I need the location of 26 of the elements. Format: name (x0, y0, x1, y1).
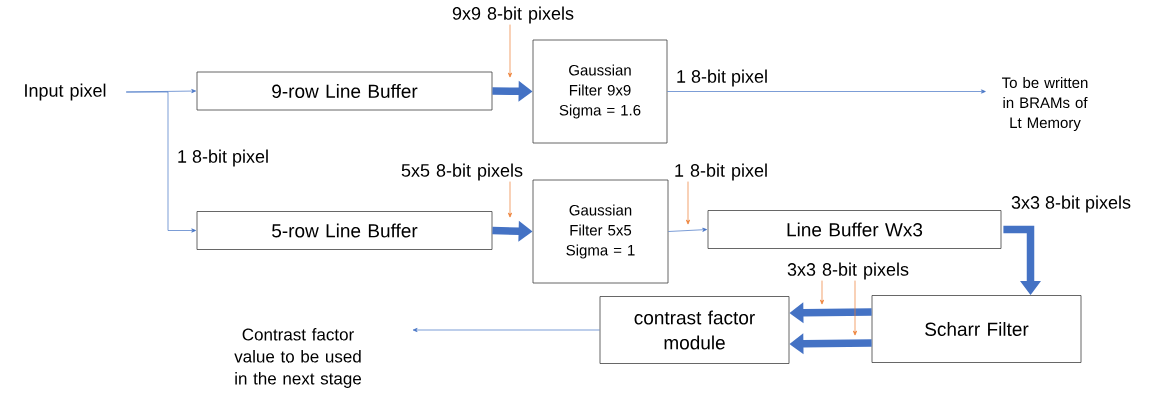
process-box: 5-row Line Buffer (196, 211, 493, 250)
leader-line (685, 181, 691, 225)
arrow (125, 91, 197, 233)
leader-line (852, 280, 858, 336)
filter-box: Gaussian Filter 9x9 Sigma = 1.6 (532, 39, 668, 144)
data-label: 9x9 8-bit pixels (452, 6, 574, 24)
output-label: Contrast factor value to be used in the next stage (234, 328, 361, 388)
leader-line (819, 280, 825, 305)
process-box: 9-row Line Buffer (196, 71, 493, 111)
edge-label: 3x3 8-bit pixels (1010, 194, 1133, 214)
arrow (412, 327, 600, 333)
arrow (667, 89, 986, 94)
leader-line (507, 24, 513, 78)
edge-label: 1 8-bit pixel (675, 68, 770, 88)
arrow (668, 227, 708, 232)
input-label: Input pixel (25, 83, 106, 101)
data-label: 1 8-bit pixel (675, 163, 767, 181)
leader-line (507, 181, 513, 218)
process-box: Line Buffer Wx3 (707, 210, 1002, 249)
filter-box: Gaussian Filter 5x5 Sigma = 1 (532, 179, 669, 284)
data-label: 3x3 8-bit pixels (787, 262, 909, 280)
data-label: 5x5 8-bit pixels (401, 163, 523, 181)
process-box: contrast factor module (599, 296, 790, 364)
output-label: To be written in BRAMs of Lt Memory (1002, 77, 1088, 131)
process-box: Scharr Filter (871, 295, 1082, 363)
edge-label: 1 8-bit pixel (176, 148, 271, 168)
